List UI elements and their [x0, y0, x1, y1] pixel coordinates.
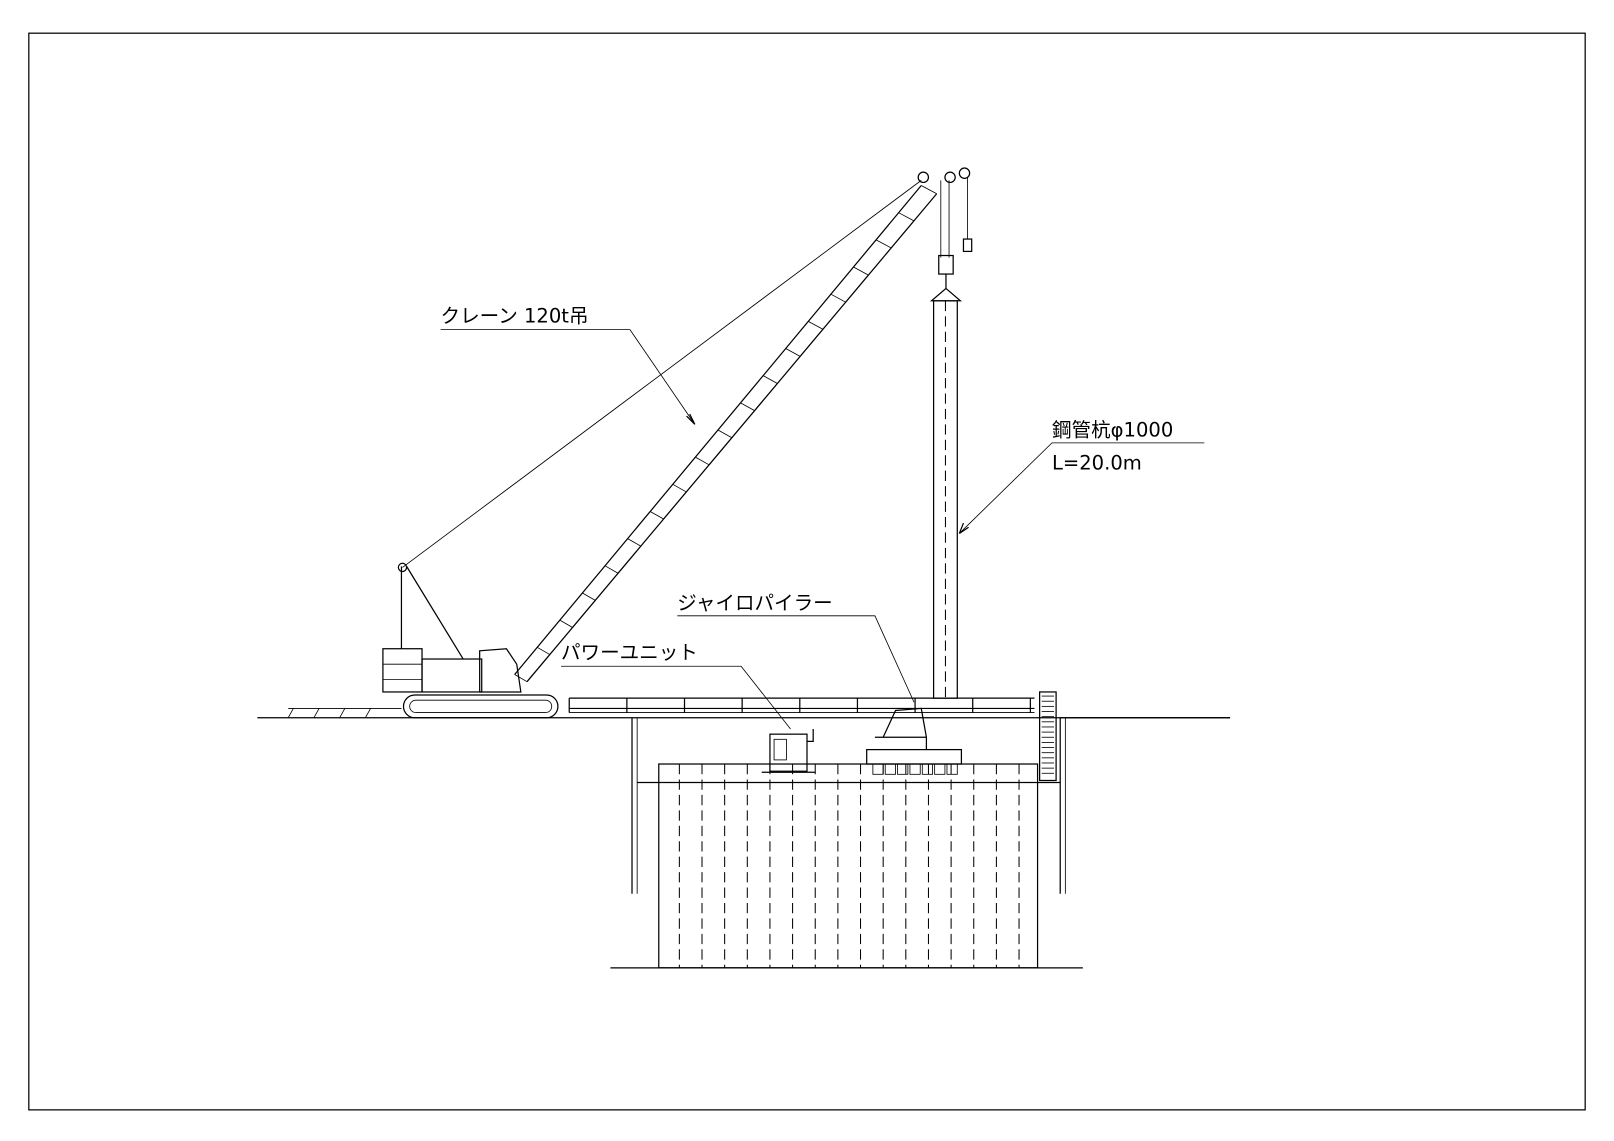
pile-length-text: L=20.0m — [1052, 452, 1142, 475]
pile-group — [658, 763, 1039, 969]
crane-boom — [514, 185, 938, 683]
pile-label: 鋼管杭φ1000 L=20.0m — [958, 419, 1205, 534]
pile-name-text: 鋼管杭φ1000 — [1052, 419, 1173, 442]
aux-hook-icon — [962, 238, 973, 253]
crane-label-text: クレーン 120t吊 — [441, 304, 589, 327]
steel-pipe-pile — [932, 300, 958, 699]
work-platform — [568, 697, 1035, 713]
power-unit-label: パワーユニット — [560, 641, 791, 730]
hook-block-icon — [938, 254, 954, 275]
crane-body — [421, 658, 483, 693]
gyro-piler-label-text: ジャイロパイラー — [677, 592, 832, 615]
access-stair — [1039, 691, 1057, 782]
crane-tracks — [402, 694, 559, 719]
power-unit-label-text: パワーユニット — [561, 641, 698, 664]
drawing-border — [28, 32, 1586, 1111]
crawler-crane — [382, 167, 973, 719]
crane-counterweight — [382, 648, 423, 693]
power-unit — [761, 729, 816, 773]
backstay-line — [402, 180, 922, 568]
gyro-piler-label: ジャイロパイラー — [677, 592, 915, 703]
crane-label: クレーン 120t吊 — [441, 304, 696, 425]
crane-mats — [287, 708, 402, 718]
crane-cab — [479, 648, 522, 693]
gyro-piler — [866, 707, 963, 775]
